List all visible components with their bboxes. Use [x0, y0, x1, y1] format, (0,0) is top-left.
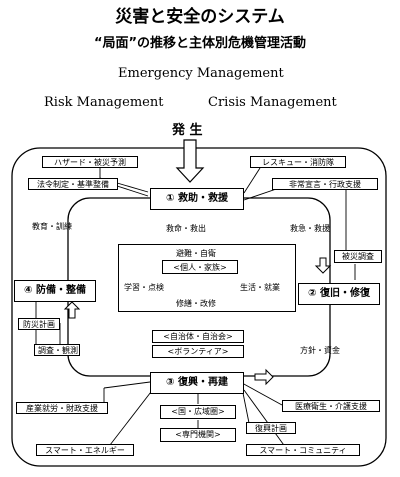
- repair-renovation-label: 修繕・改修: [176, 299, 216, 308]
- disaster-plan-box: 防災計画: [18, 318, 60, 330]
- living-work-label: 生活・就業: [240, 283, 280, 292]
- phase-rescue-relief: ① 救助・救援: [150, 188, 244, 210]
- lifesaving-rescue-label: 救命・救出: [166, 224, 206, 233]
- individual-family-box: <個人・家族>: [162, 260, 238, 274]
- emergency-declaration-box: 非常宣言・行政支援: [272, 178, 378, 190]
- emergency-management-label: Emergency Management: [118, 66, 284, 81]
- phase-restoration: ② 復旧・修復: [298, 283, 380, 305]
- smart-energy-box: スマート・エネルギー: [36, 444, 134, 456]
- reconstruction-plan-box: 復興計画: [246, 422, 296, 434]
- phase-preparation: ④ 防備・整備: [14, 280, 96, 302]
- evacuation-label: 避難・自衛: [176, 249, 216, 258]
- rescue-fire-box: レスキュー・消防隊: [250, 156, 346, 168]
- medical-care-box: 医療衛生・介護支援: [282, 400, 380, 412]
- industry-finance-box: 産業就労・財政支援: [16, 402, 108, 414]
- law-standards-box: 法令制定・基準整備: [28, 178, 118, 190]
- page-title: 災害と安全のシステム: [115, 7, 285, 27]
- hazard-prediction-box: ハザード・被災予測: [42, 156, 138, 168]
- learning-inspection-label: 学習・点検: [124, 283, 164, 292]
- page-subtitle: “局面”の推移と主体別危機管理活動: [93, 36, 307, 51]
- policy-funding-label: 方針・資金: [300, 346, 340, 355]
- disaster-survey-box: 被災調査: [334, 250, 382, 263]
- phase-reconstruction: ③ 復興・再建: [150, 372, 244, 394]
- volunteer-box: <ボランティア>: [152, 345, 244, 358]
- crisis-management-label: Crisis Management: [208, 95, 337, 110]
- expert-institution-box: <専門機関>: [160, 428, 236, 442]
- risk-management-label: Risk Management: [44, 95, 164, 110]
- national-region-box: <国・広域圏>: [160, 405, 236, 419]
- municipality-box: <自治体・自治会>: [152, 330, 244, 343]
- survey-observation-box: 調査・観測: [34, 344, 80, 356]
- occurrence-label: 発 生: [172, 123, 203, 138]
- central-actor-panel: [118, 244, 296, 312]
- smart-community-box: スマート・コミュニティ: [246, 444, 360, 456]
- education-training-label: 教育・訓練: [32, 222, 72, 231]
- emergency-aid-label: 救急・救援: [290, 224, 330, 233]
